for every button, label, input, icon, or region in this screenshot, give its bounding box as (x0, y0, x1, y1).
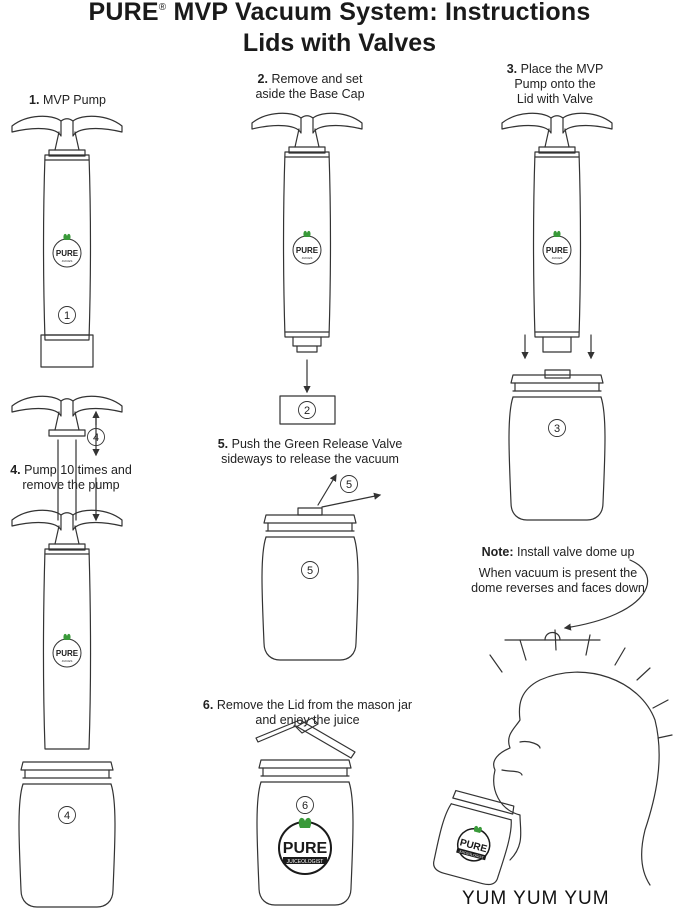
svg-text:JUICEOLOGIST: JUICEOLOGIST (287, 859, 324, 865)
svg-text:PURE: PURE (56, 649, 79, 658)
pure-logo-pump-4: PURE JUICES (52, 633, 82, 668)
step-5-number: 5. (217, 437, 229, 451)
step-2-text-b: aside the Base Cap (255, 87, 365, 101)
note-line-3: dome reverses and faces down (471, 581, 645, 595)
step-2-caption: 2. Remove and set aside the Base Cap (225, 72, 395, 102)
step-2-text-a: Remove and set (271, 72, 363, 86)
step-5-text-b: sideways to release the vacuum (221, 452, 399, 466)
step-6-text-a: Remove the Lid from the mason jar (216, 698, 413, 712)
step-4-text-a: Pump 10 times and (24, 463, 132, 477)
removed-base-cap (279, 395, 336, 425)
step-3-text-c: Lid with Valve (516, 92, 594, 106)
step-4-number: 4. (10, 463, 21, 477)
step-5-caption: 5. Push the Green Release Valve sideways… (195, 437, 425, 467)
yum-text: YUM YUM YUM (462, 888, 610, 909)
pure-logo-pump-2: PURE JUICES (292, 230, 322, 265)
circle-label-1: 1 (64, 310, 70, 322)
svg-text:PURE: PURE (56, 249, 79, 258)
svg-text:PURE: PURE (546, 246, 569, 255)
pure-logo-pump-1: PURE JUICES (52, 233, 82, 268)
title-brand: PURE (88, 0, 159, 26)
step-4-text-b: remove the pump (22, 478, 120, 492)
page-subtitle: Lids with Valves (242, 29, 437, 57)
pure-logo-jar-6: PURE JUICEOLOGIST (278, 817, 332, 875)
svg-text:JUICES: JUICES (62, 259, 73, 263)
tilted-jar (433, 789, 515, 886)
step-3-number: 3. (506, 62, 518, 76)
leaf-icon (473, 825, 482, 834)
face-profile (489, 629, 673, 886)
leaf-icon (553, 230, 561, 237)
svg-text:JUICEOLOGIST: JUICEOLOGIST (458, 849, 485, 860)
registered-mark: ® (158, 2, 167, 13)
svg-text:PURE: PURE (296, 246, 319, 255)
step-1-number: 1. (29, 93, 40, 107)
circle-label-5a: 5 (346, 479, 352, 491)
step-1-caption: 1. MVP Pump (10, 93, 125, 108)
pure-logo-pump-3: PURE JUICES (542, 230, 572, 265)
step-2-number: 2. (257, 72, 268, 86)
circle-label-3: 3 (554, 423, 560, 435)
step-3-text-a: Place the MVP (520, 62, 604, 76)
step-3-text-b: Pump onto the (514, 77, 596, 91)
svg-text:PURE: PURE (283, 840, 328, 857)
step-3-caption: 3. Place the MVP Pump onto the Lid with … (480, 62, 630, 107)
page-title: PURE® MVP Vacuum System: Instructions (0, 0, 679, 27)
leaf-icon (63, 633, 71, 640)
step-5-text-a: Push the Green Release Valve (231, 437, 403, 451)
note-text: Install valve dome up (517, 545, 635, 559)
note-line-2: When vacuum is present the (478, 566, 638, 580)
pure-logo-tilted-jar: PURE JUICEOLOGIST (456, 825, 491, 862)
step-6-number: 6. (202, 698, 214, 712)
leaf-icon (303, 230, 311, 237)
circle-label-2: 2 (304, 405, 310, 417)
circle-label-4b: 4 (64, 810, 70, 822)
step-6-caption: 6. Remove the Lid from the mason jar and… (175, 698, 440, 728)
title-text: MVP Vacuum System: Instructions (173, 0, 591, 26)
svg-text:JUICES: JUICES (302, 256, 313, 260)
circle-label-4a: 4 (93, 432, 99, 444)
note-caption: Note: Install valve dome up When vacuum … (448, 545, 668, 596)
svg-text:JUICES: JUICES (552, 256, 563, 260)
note-label: Note: (481, 545, 514, 559)
leaf-icon (298, 817, 312, 828)
circle-label-5b: 5 (307, 565, 313, 577)
base-cap (40, 334, 94, 368)
step-1-text: MVP Pump (42, 93, 106, 107)
leaf-icon (63, 233, 71, 240)
circle-label-6: 6 (302, 800, 308, 812)
svg-text:JUICES: JUICES (62, 659, 73, 663)
step-4-caption: 4. Pump 10 times and remove the pump (0, 463, 142, 493)
